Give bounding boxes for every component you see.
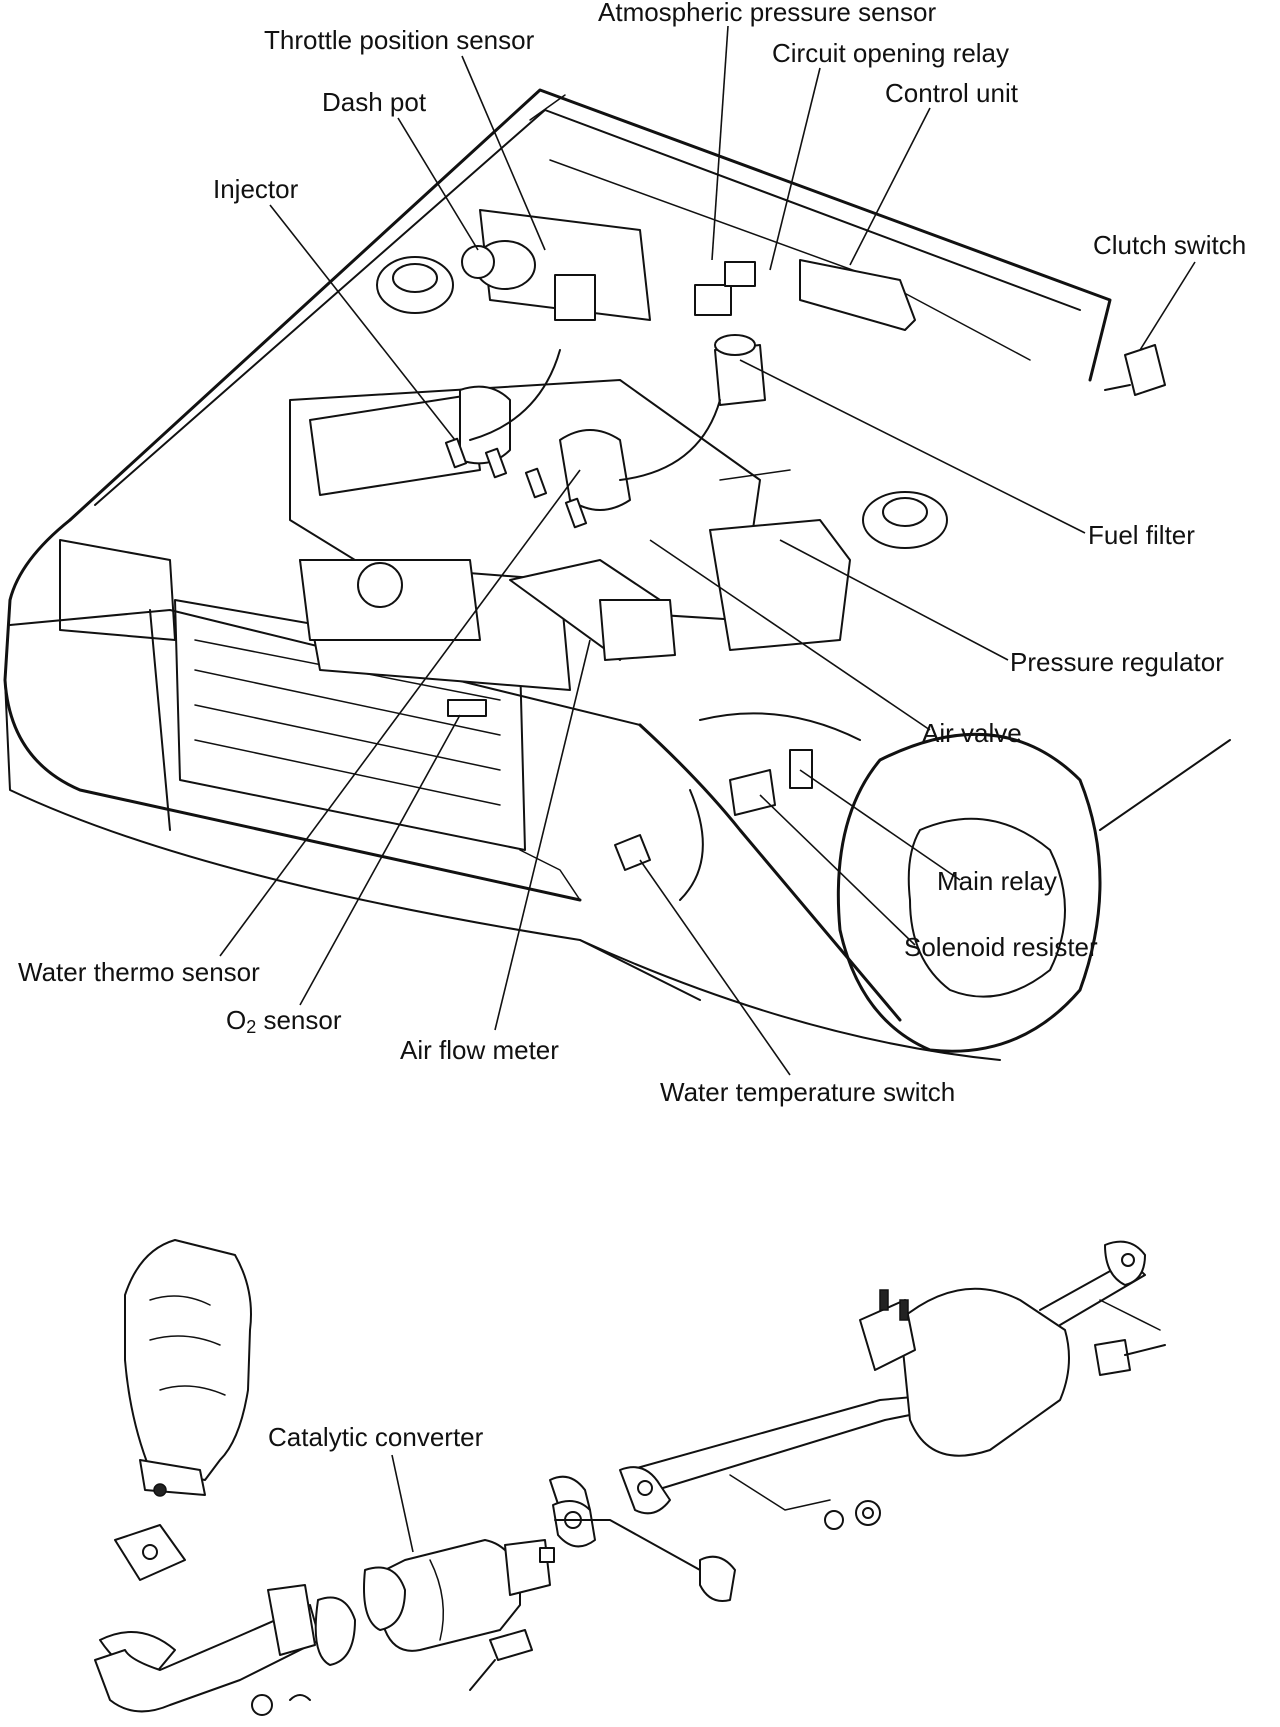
label-control-unit: Control unit <box>885 78 1019 108</box>
label-water-thermo-sensor: Water thermo sensor <box>18 957 260 987</box>
label-catalytic-converter: Catalytic converter <box>268 1422 484 1452</box>
car-body-outline <box>3 88 1231 1061</box>
engine-components <box>289 209 1166 901</box>
exhaust-labels: Catalytic converter <box>268 1422 484 1553</box>
label-solenoid-resister: Solenoid resister <box>904 932 1098 962</box>
label-injector: Injector <box>213 174 299 204</box>
leader-lines <box>219 25 1196 1076</box>
label-clutch-switch: Clutch switch <box>1093 230 1246 260</box>
label-circuit-opening-relay: Circuit opening relay <box>772 38 1009 68</box>
label-water-temperature-switch: Water temperature switch <box>660 1077 955 1107</box>
label-dash-pot: Dash pot <box>322 87 427 117</box>
label-main-relay: Main relay <box>937 866 1057 896</box>
label-air-valve: Air valve <box>922 718 1022 748</box>
engine-labels: Atmospheric pressure sensor Throttle pos… <box>18 0 1246 1107</box>
label-o2-sensor: O2 sensor <box>226 1005 342 1037</box>
label-air-flow-meter: Air flow meter <box>400 1035 559 1065</box>
exhaust-components <box>94 1239 1166 1716</box>
label-atmospheric-pressure-sensor: Atmospheric pressure sensor <box>598 0 936 27</box>
label-throttle-position-sensor: Throttle position sensor <box>264 25 535 55</box>
label-pressure-regulator: Pressure regulator <box>1010 647 1224 677</box>
label-fuel-filter: Fuel filter <box>1088 520 1195 550</box>
